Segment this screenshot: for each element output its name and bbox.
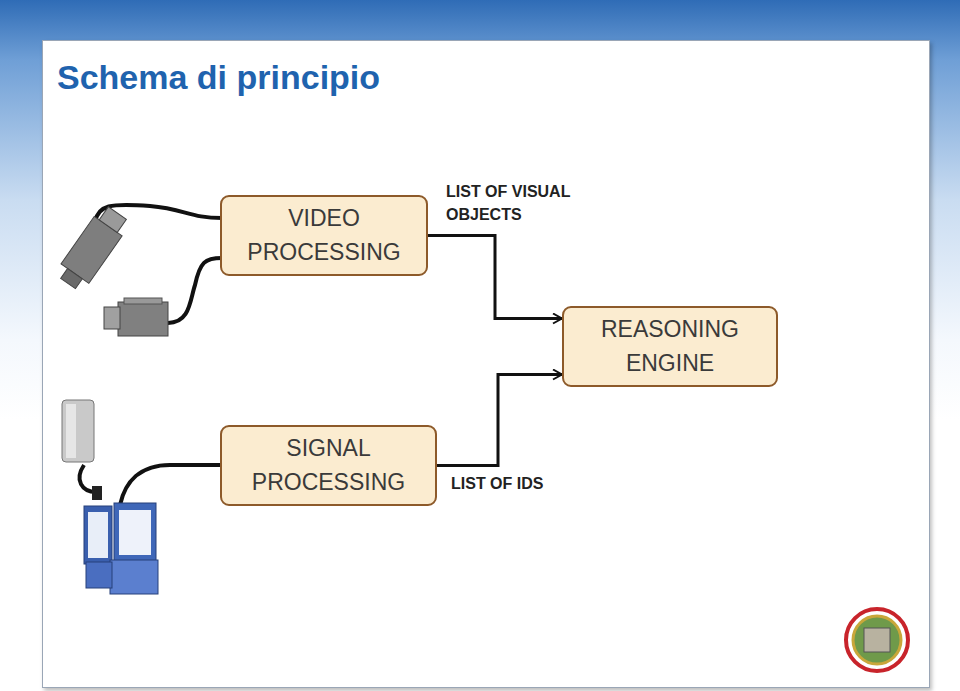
box-text: REASONING ENGINE [588, 313, 753, 380]
box-text: VIDEO PROCESSING [242, 202, 407, 269]
camera [54, 203, 131, 293]
camera [104, 298, 168, 336]
flow-arrow [437, 375, 562, 466]
university-logo [846, 609, 908, 671]
edge-label: LIST OF VISUAL OBJECTS [444, 180, 618, 226]
process-box: REASONING ENGINE [562, 306, 778, 387]
receiver-cable [120, 465, 222, 505]
edge-label: LIST OF IDS [449, 472, 545, 495]
process-box: VIDEO PROCESSING [220, 195, 428, 276]
antenna [62, 400, 102, 500]
box-text: SIGNAL PROCESSING [246, 432, 411, 499]
flow-arrow [428, 236, 562, 319]
receiver-unit [84, 503, 158, 594]
slide-panel [42, 40, 930, 688]
camera-cable [168, 258, 222, 323]
slide-title: Schema di principio [57, 58, 380, 97]
process-box: SIGNAL PROCESSING [220, 425, 437, 506]
